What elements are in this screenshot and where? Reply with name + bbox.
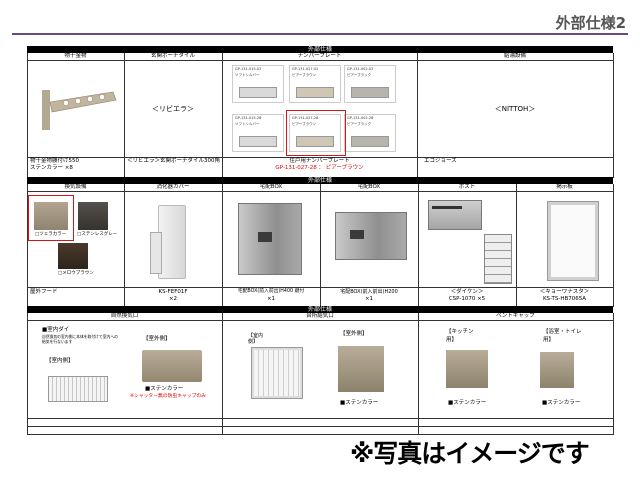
vent3-kitchen-image [446, 350, 488, 388]
s1-div1 [124, 53, 125, 177]
vent4-bath-label: 【浴室・トイレ 用】 [543, 329, 582, 343]
s2-col5-cap2: CSP-1070 ×5 [448, 296, 486, 302]
vent2-stain-label: ■ステンカラー [340, 400, 379, 406]
s2-div5 [516, 184, 517, 306]
s1-col2-head: 玄関ポーチタイル [150, 53, 195, 59]
vent1-indoor-label: 【室内側】 [46, 358, 74, 364]
vent1-note: ■室内ダイ [42, 327, 70, 333]
vent4-bath-image [540, 352, 574, 388]
section1-header: 外部仕様 [27, 46, 613, 53]
hood-swatch-gray [78, 202, 108, 230]
s2-col1-cap1: 屋外フード [30, 289, 58, 295]
vent3-stain-label: ■ステンカラー [448, 400, 487, 406]
s2-col3-cap2: ×1 [266, 296, 276, 302]
s2-col6-head: 掲示板 [556, 184, 573, 190]
s2-col1-head: 換気設備 [64, 184, 87, 190]
vent3-kitchen-label: 【キッチン 用】 [446, 329, 474, 343]
s3-line1 [27, 418, 613, 419]
s2-div4 [418, 184, 419, 306]
s1-col3-cap2: GP-131-027-28 ： ピアーブラウン [275, 165, 364, 171]
s1-headline [27, 60, 613, 61]
s2-div3 [320, 184, 321, 306]
page-title: 外部仕様2 [555, 14, 626, 32]
s3-headline [27, 320, 613, 321]
s3-group2-head: 台所給気口 [306, 313, 334, 319]
vent2-outdoor-label: 【室外側】 [340, 331, 368, 337]
s2-col3-head: 宅配BOX [259, 184, 283, 190]
water-heater-brand: ＜NITTOH＞ [494, 105, 536, 113]
s2-col5-head: ポスト [458, 184, 476, 190]
s1-col4-head: 給湯設備 [503, 53, 526, 59]
delivery-box-h400-panel [258, 232, 272, 242]
s2-col4-cap1: 宅配BOX(前入前出)H200 [340, 289, 398, 295]
porch-tile-brand: ＜リビエラ＞ [152, 105, 194, 113]
delivery-box-h200-panel [350, 230, 364, 239]
s1-col4-cap1: エコジョーズ [424, 158, 457, 164]
s1-col3-cap1: 住戸用ナンバープレート [289, 158, 350, 164]
s2-col6-cap2: KS-TS-HB7065A [542, 296, 587, 302]
extinguisher-cover-inner [150, 232, 162, 274]
s1-div3 [417, 53, 418, 177]
s2-col2-cap2: ×2 [168, 296, 178, 302]
clothes-hanger-image [42, 90, 117, 130]
s1-col1-head: 物干金物 [64, 53, 87, 59]
s1-col3-head: ナンバープレート [297, 53, 342, 59]
vent1-stain-label: ■ステンカラー [145, 386, 184, 392]
section3-table [27, 313, 614, 435]
s1-div2 [222, 53, 223, 177]
s2-col6-cap1: ＜キョーワナスタ＞ [539, 289, 590, 295]
vent2-indoor-image [252, 348, 302, 398]
mailbox-stack [484, 234, 512, 284]
s2-col2-head: 消化器カバー [156, 184, 190, 190]
vent1-desc: 自然換気の室内側に本体を取付けて室内への給気を行ないます [42, 334, 118, 344]
s2-col4-cap2: ×1 [364, 296, 374, 302]
hood-swatch-brown [58, 243, 88, 269]
s3-div1 [222, 313, 223, 434]
vent2-indoor-label: 【室内 側】 [248, 333, 264, 345]
hood-color-1: □ツェラカラー [35, 232, 67, 237]
bulletin-board-image [548, 202, 598, 280]
title-underline [12, 33, 628, 35]
s1-col2-cap1: ＜リビエラ＞玄関ポーチタイル300角 [127, 158, 220, 164]
image-disclaimer: ※写真はイメージです [350, 439, 590, 468]
s2-col3-cap1: 宅配BOX(前入前出)H400 鍵付 [237, 289, 305, 294]
hood-color-2: □ステンレスグレー [77, 232, 118, 237]
s3-group1-head: 自然換気口 [110, 313, 139, 319]
hood-color-3: □メロウブラウン [58, 271, 94, 276]
selected-plate-highlight [286, 110, 346, 156]
mailbox-image [428, 200, 482, 230]
s2-col5-cap1: ＜ダイケン＞ [450, 289, 484, 295]
vent1-shutter-note: ※シャッター無の防虫キャップのみ [130, 394, 206, 399]
s3-div2 [418, 313, 419, 434]
extinguisher-cover-image [158, 205, 186, 279]
hood-swatch-selected [28, 195, 74, 241]
vent1-indoor-image [48, 376, 108, 402]
vent2-outdoor-image [338, 346, 384, 392]
vent1-outdoor-image [142, 350, 202, 382]
vent4-stain-label: ■ステンカラー [542, 400, 581, 406]
section2-header: 外部仕様 [27, 177, 613, 184]
hood-swatch-champagne [34, 202, 68, 230]
s2-col2-cap1: KS-FEF01F [158, 289, 188, 295]
s2-col4-head: 宅配BOX [357, 184, 381, 190]
delivery-box-h200-image [335, 212, 407, 260]
mailbox-slot [432, 206, 462, 209]
s3-line2 [27, 426, 613, 427]
s2-div2 [222, 184, 223, 306]
s1-col1-cap2: ステンカラー ×8 [30, 165, 73, 171]
vent1-outdoor-label: 【室外側】 [143, 336, 171, 342]
s1-col1-cap1: 物干金物腰付け550 [30, 158, 79, 164]
s3-group3-head: ベントキャップ [496, 313, 535, 319]
section3-header: 外部仕様 [27, 306, 613, 313]
s1-capline [27, 157, 613, 158]
s2-div1 [124, 184, 125, 306]
